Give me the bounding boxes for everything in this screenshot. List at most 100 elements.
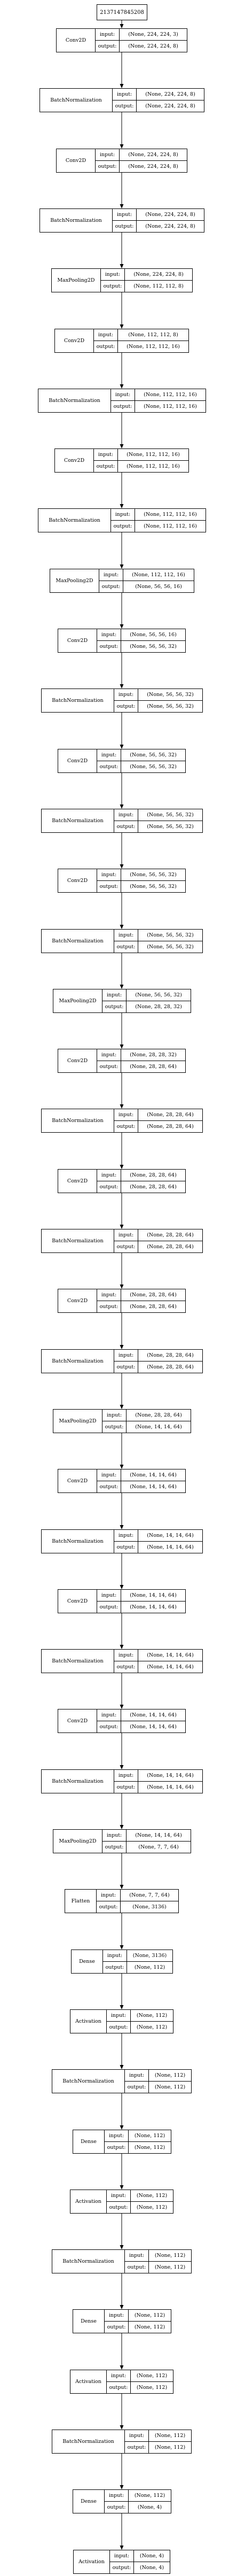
io-row-output: output:(None, 112, 112, 16): [94, 341, 188, 352]
input-layer-node: 2137147845208: [97, 4, 147, 20]
edge-arrowhead: [120, 2065, 124, 2069]
layer-type: Conv2D: [55, 329, 94, 352]
io-row-input: input:(None, 224, 224, 8): [96, 149, 187, 160]
layer-io-table: input:(None, 28, 28, 64)output:(None, 28…: [114, 1350, 202, 1373]
output-label: output:: [97, 641, 121, 652]
layer-type: BatchNormalization: [42, 1109, 114, 1132]
output-label: output:: [113, 100, 137, 112]
output-shape: (None, 56, 56, 32): [147, 703, 194, 709]
io-row-input: input:(None, 112): [105, 2310, 171, 2321]
input-shape: (None, 224, 224, 3): [128, 32, 178, 37]
io-row-output: output:(None, 112, 112, 16): [111, 520, 206, 532]
output-shape: (None, 56, 56, 16): [135, 584, 182, 590]
layer-type: MaxPooling2D: [50, 569, 99, 592]
output-label: output:: [97, 1301, 121, 1312]
output-shape: (None, 224, 224, 8): [145, 103, 195, 109]
input-label: input:: [94, 449, 118, 460]
layer-io-table: input:(None, 112)output:(None, 112): [105, 2310, 171, 2333]
input-shape: (None, 112, 112, 16): [127, 452, 180, 458]
input-shape: (None, 56, 56, 32): [130, 872, 177, 878]
io-row-output: output:(None, 7, 7, 64): [102, 1841, 191, 1853]
io-row-input: input:(None, 112): [125, 2250, 191, 2261]
layer-type: BatchNormalization: [42, 1350, 114, 1373]
input-shape: (None, 56, 56, 32): [130, 752, 177, 758]
input-shape: (None, 14, 14, 64): [130, 1472, 177, 1478]
output-shape: (None, 112, 112, 16): [127, 344, 180, 350]
io-row-output: output:(None, 14, 14, 64): [114, 1661, 202, 1673]
io-row-input: input:(None, 28, 28, 64): [102, 1410, 191, 1421]
output-label: output:: [111, 521, 135, 532]
input-label: input:: [114, 930, 138, 941]
layer-io-table: input:(None, 112)output:(None, 112): [107, 2370, 173, 2393]
input-shape: (None, 56, 56, 16): [130, 632, 177, 638]
input-label: input:: [97, 1890, 121, 1901]
edge-arrowhead: [120, 2425, 124, 2430]
io-row-output: output:(None, 112): [125, 2441, 191, 2453]
output-shape: (None, 14, 14, 64): [135, 1424, 182, 1430]
output-shape: (None, 14, 14, 64): [130, 1724, 177, 1730]
layer-type: Conv2D: [58, 1170, 97, 1193]
io-row-input: input:(None, 56, 56, 16): [97, 629, 185, 640]
input-label: input:: [97, 1469, 121, 1481]
io-row-input: input:(None, 14, 14, 64): [114, 1770, 202, 1781]
input-label: input:: [110, 2550, 134, 2562]
io-row-output: output: (None, 224, 224, 8): [113, 100, 204, 112]
edge-arrowhead: [120, 2305, 124, 2309]
io-row-output: output:(None, 112): [107, 2021, 173, 2033]
io-row-output: output:(None, 14, 14, 64): [114, 1781, 202, 1793]
layer-io-table: input:(None, 14, 14, 64)output:(None, 14…: [114, 1530, 202, 1553]
input-layer-label: 2137147845208: [100, 9, 144, 16]
io-row-input: input:(None, 56, 56, 32): [114, 689, 202, 700]
io-row-input: input:(None, 14, 14, 64): [97, 1709, 185, 1721]
io-row-input: input:(None, 28, 28, 64): [97, 1289, 185, 1301]
layer-io-table: input:(None, 56, 56, 32)output:(None, 56…: [114, 809, 202, 832]
layer-io-table: input:(None, 28, 28, 32)output:(None, 28…: [97, 1049, 185, 1072]
layer-type: MaxPooling2D: [53, 989, 102, 1012]
io-row-output: output:(None, 28, 28, 64): [97, 1061, 185, 1072]
io-row-input: input:(None, 28, 28, 64): [114, 1350, 202, 1361]
edge-arrowhead: [120, 204, 124, 208]
input-shape: (None, 28, 28, 64): [135, 1412, 182, 1418]
io-row-input: input:(None, 112): [107, 2190, 173, 2201]
input-label: input:: [113, 209, 137, 220]
output-label: output:: [105, 2502, 129, 2513]
layer-type: BatchNormalization: [42, 1530, 114, 1553]
output-label: output:: [105, 2142, 129, 2153]
layer-io-table: input:(None, 112)output:(None, 112): [105, 2130, 171, 2153]
output-shape: (None, 112): [134, 2145, 165, 2150]
output-shape: (None, 56, 56, 32): [147, 944, 194, 950]
input-label: input:: [114, 1650, 138, 1661]
output-shape: (None, 112, 112, 8): [133, 283, 184, 289]
edge-arrowhead: [120, 1885, 124, 1889]
io-row-output: output:(None, 224, 224, 8): [96, 40, 187, 52]
input-shape: (None, 112): [154, 2253, 186, 2258]
output-label: output:: [114, 941, 138, 953]
output-shape: (None, 28, 28, 64): [130, 1064, 177, 1070]
layer-type: Conv2D: [58, 869, 97, 892]
io-row-output: output:(None, 28, 28, 64): [114, 1241, 202, 1252]
layer-type: Dense: [73, 2490, 105, 2513]
input-shape: (None, 4): [139, 2553, 164, 2559]
io-row-input: input:(None, 56, 56, 32): [97, 749, 185, 761]
io-row-input: input:(None, 56, 56, 32): [102, 989, 191, 1001]
input-label: input:: [114, 1109, 138, 1120]
layer-io-table: input:(None, 56, 56, 16)output: (None, 56…: [97, 629, 185, 652]
layer-type: Conv2D: [58, 1590, 97, 1613]
edge-arrowhead: [120, 1525, 124, 1529]
input-label: input:: [97, 1049, 121, 1061]
output-label: output:: [113, 221, 137, 232]
input-shape: (None, 14, 14, 64): [135, 1832, 182, 1838]
io-row-input: input:(None, 14, 14, 64): [114, 1530, 202, 1541]
output-label: output:: [103, 1962, 127, 1973]
layer-type: BatchNormalization: [40, 209, 113, 232]
edge-arrowhead: [120, 1045, 124, 1049]
io-row-input: input:(None, 224, 224, 3): [96, 29, 187, 40]
io-row-input: input:(None, 7, 7, 64): [97, 1890, 178, 1901]
edge-arrowhead: [120, 1165, 124, 1169]
layer-io-table: input:(None, 224, 224, 8)output:(None, 1…: [101, 269, 192, 292]
